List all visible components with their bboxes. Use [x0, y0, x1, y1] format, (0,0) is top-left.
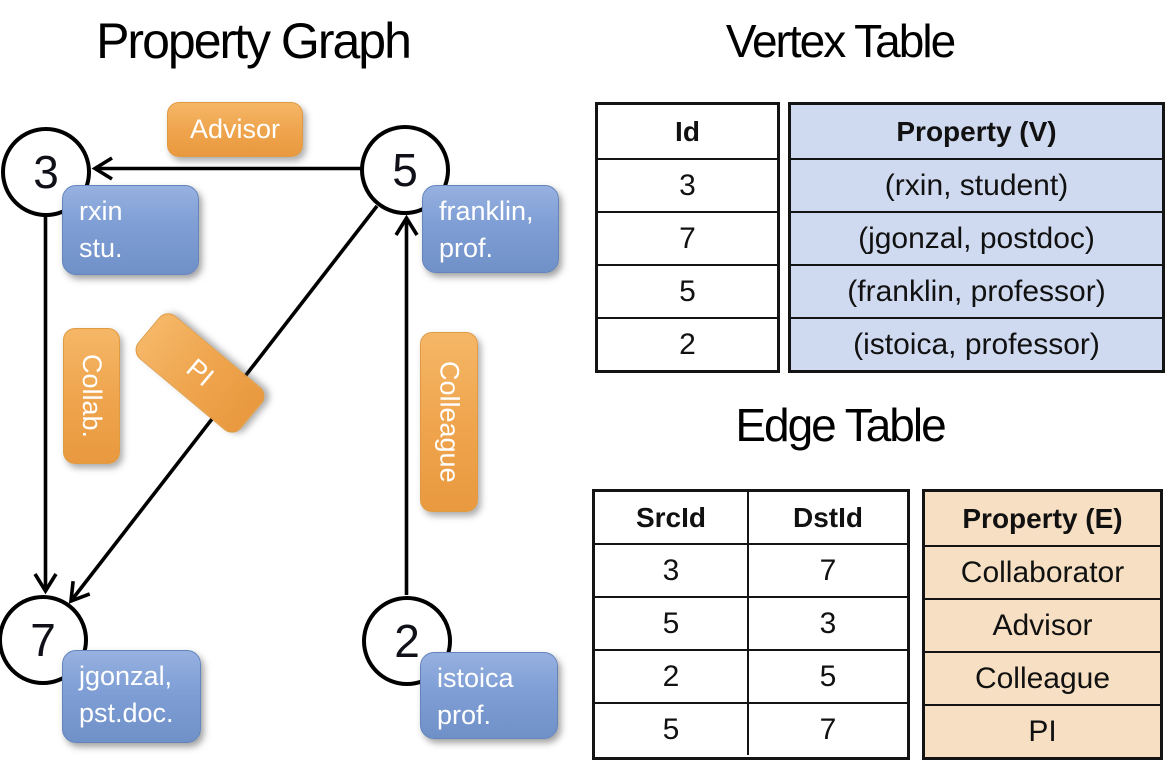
edge-table-row: 5 3 — [595, 596, 907, 649]
edge-label-text: Colleague — [434, 361, 465, 483]
vertex-table-id-header: Id — [675, 115, 700, 147]
edge-table-srcid-header: SrcId — [635, 501, 707, 533]
vertex-node-2: 2 — [362, 596, 452, 686]
edge-property-cell: Advisor — [925, 598, 1160, 651]
vertex-id-cell: 5 — [598, 264, 777, 317]
vertex-property-line: stu. — [79, 233, 123, 263]
vertex-id-cell: 3 — [598, 158, 777, 211]
vertex-property-line: jgonzal, — [79, 661, 173, 691]
edge-table-title: Edge Table — [735, 399, 946, 451]
edge-table-id-columns: SrcId DstId 3 7 5 3 2 5 5 7 — [592, 489, 910, 760]
edge-table-row: 3 7 — [595, 543, 907, 596]
edge-label-text: Advisor — [189, 114, 281, 144]
edge-src-cell: 5 — [662, 606, 680, 640]
vertex-property-line: rxin — [79, 196, 123, 226]
vertex-table-title: Vertex Table — [725, 15, 956, 67]
edge-table-dstid-header: DstId — [747, 492, 907, 543]
vertex-table-property-header: Property (V) — [791, 105, 1162, 158]
vertex-node-5-id: 5 — [392, 144, 418, 196]
vertex-id-cell: 2 — [598, 317, 777, 370]
vertex-property-box-rxin: rxin stu. — [62, 185, 199, 275]
vertex-node-5: 5 — [360, 125, 450, 215]
edge-property-cell: PI — [925, 704, 1160, 757]
edge-property-cell: Colleague — [925, 651, 1160, 704]
edge-table-property-header: Property (E) — [925, 492, 1160, 545]
edge-src-cell: 3 — [662, 553, 680, 587]
vertex-node-7-id: 7 — [30, 614, 56, 666]
edge-dst-cell: 7 — [747, 704, 907, 755]
edge-table-property-column: Property (E) Collaborator Advisor Collea… — [922, 489, 1163, 760]
vertex-property-cell: (jgonzal, postdoc) — [791, 211, 1162, 264]
vertex-node-3-id: 3 — [33, 146, 59, 198]
vertex-property-cell: (rxin, student) — [791, 158, 1162, 211]
edge-table-row: 2 5 — [595, 649, 907, 702]
vertex-property-box-jgonzal: jgonzal, pst.doc. — [62, 650, 201, 743]
vertex-table-property-column: Property (V) (rxin, student) (jgonzal, p… — [788, 102, 1165, 373]
edge-dst-cell: 5 — [747, 651, 907, 702]
edge-label-collab: Collab. — [63, 328, 120, 464]
edge-dst-cell: 7 — [747, 545, 907, 596]
vertex-table: Id 3 7 5 2 Property (V) (rxin, student) … — [595, 102, 1165, 373]
vertex-property-line: prof. — [439, 233, 494, 263]
vertex-property-line: istoica — [437, 663, 514, 693]
vertex-id-cell: 7 — [598, 211, 777, 264]
vertex-property-line: franklin, — [439, 196, 534, 226]
vertex-property-box-istoica: istoica prof. — [420, 652, 558, 739]
edge-table: SrcId DstId 3 7 5 3 2 5 5 7 Property (E)… — [592, 489, 1163, 760]
edge-label-advisor: Advisor — [167, 102, 303, 157]
vertex-node-2-id: 2 — [394, 615, 420, 667]
edge-label-colleague: Colleague — [420, 332, 478, 512]
vertex-table-id-column: Id 3 7 5 2 — [595, 102, 780, 373]
edge-label-text: PI — [180, 352, 220, 393]
vertex-property-cell: (franklin, professor) — [791, 264, 1162, 317]
edge-src-cell: 2 — [662, 659, 680, 693]
edge-table-header-row: SrcId DstId — [595, 492, 907, 543]
vertex-property-cell: (istoica, professor) — [791, 317, 1162, 370]
property-graph-title: Property Graph — [96, 13, 412, 69]
vertex-property-box-franklin: franklin, prof. — [422, 185, 559, 273]
vertex-property-line: prof. — [437, 700, 492, 730]
vertex-property-line: pst.doc. — [79, 698, 174, 728]
edge-table-row: 5 7 — [595, 702, 907, 755]
edge-property-cell: Collaborator — [925, 545, 1160, 598]
edge-src-cell: 5 — [662, 712, 680, 746]
edge-dst-cell: 3 — [747, 598, 907, 649]
edge-label-text: Collab. — [77, 353, 107, 439]
